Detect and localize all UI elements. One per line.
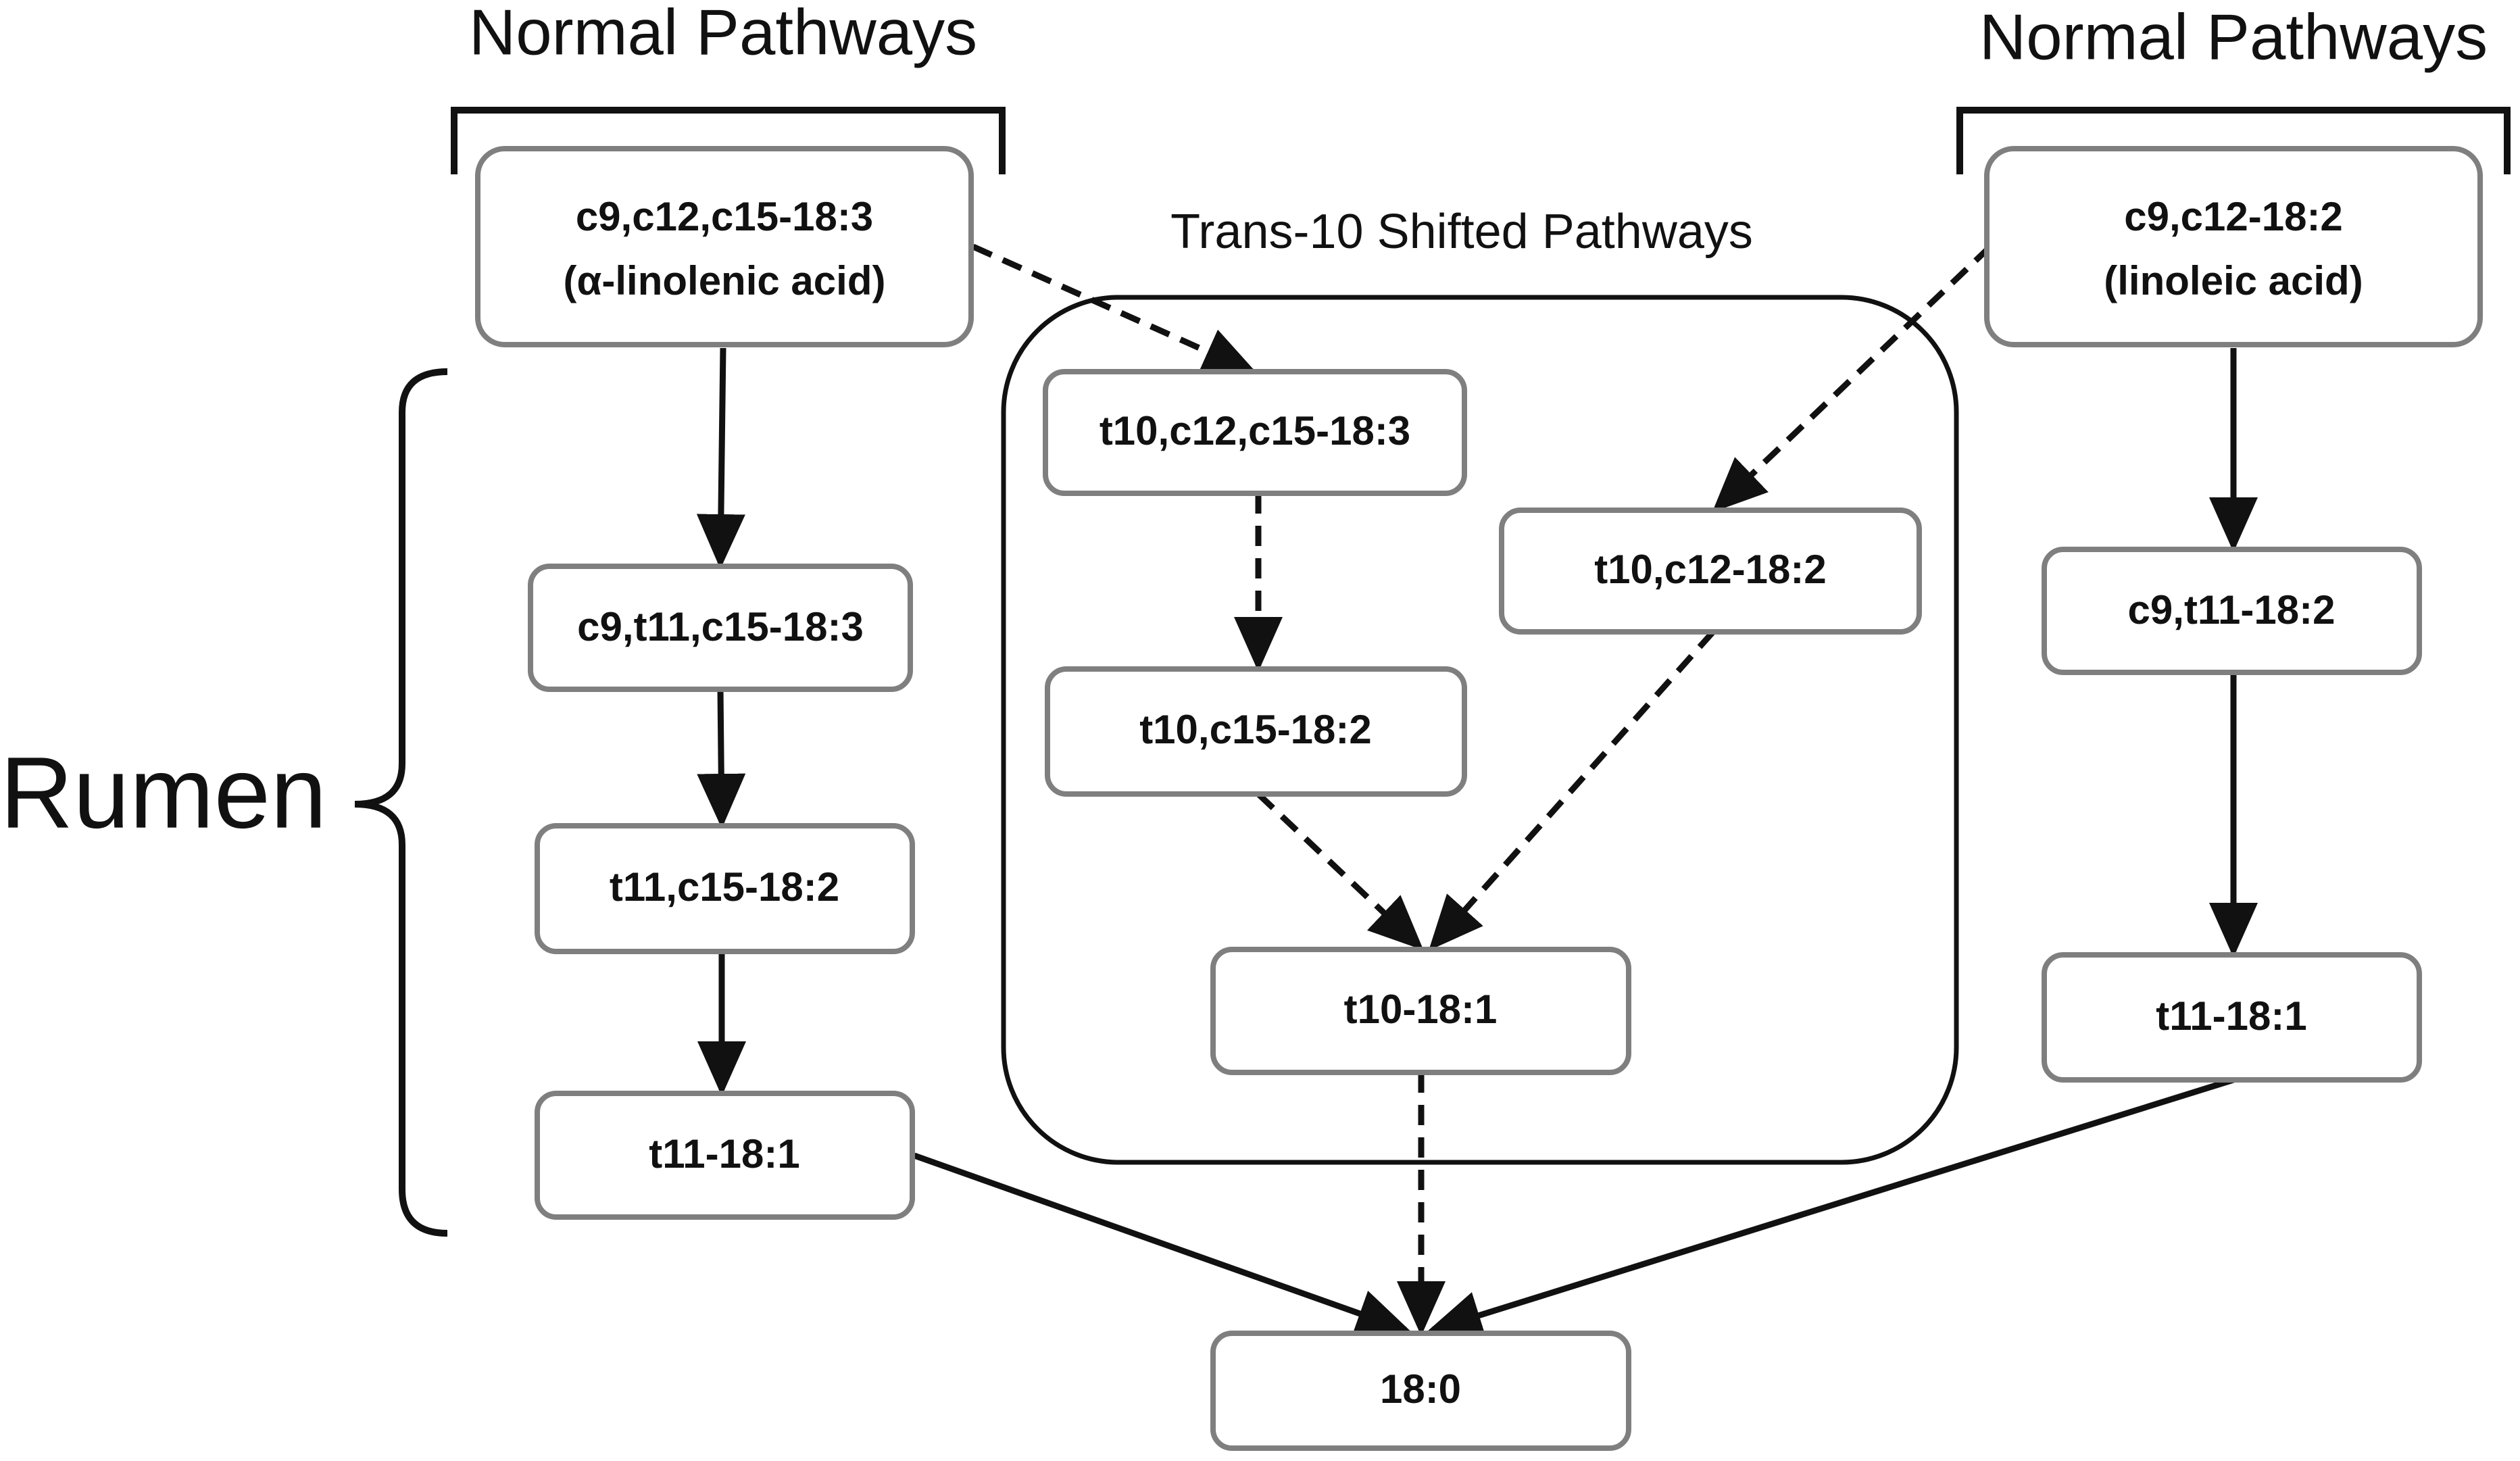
node-linoleic-acid-formula: c9,c12-18:2 — [2124, 194, 2343, 239]
node-c9-t11-c15-18-3-label: c9,t11,c15-18:3 — [577, 604, 864, 649]
node-t10-c15-18-2-label: t10,c15-18:2 — [1139, 707, 1372, 752]
edge-t10c15-to-t10 — [1256, 791, 1424, 951]
node-t11-18-1-left-label: t11-18:1 — [649, 1131, 799, 1177]
node-t11-18-1-left: t11-18:1 — [535, 1091, 915, 1220]
normal-pathways-right-bracket — [1956, 107, 2511, 174]
edge-t11-left-to-stearic — [913, 1152, 1412, 1337]
node-stearic-18-0: 18:0 — [1210, 1331, 1631, 1451]
normal-pathways-right-title: Normal Pathways — [1979, 1, 2488, 73]
normal-pathways-left-bracket — [451, 107, 1006, 174]
edge-c9t11c15-to-t11c15 — [697, 689, 746, 828]
node-t10-c12-18-2: t10,c12-18:2 — [1499, 507, 1922, 635]
node-t10-c12-c15-18-3: t10,c12,c15-18:3 — [1043, 369, 1467, 496]
trans10-shifted-pathways-box — [1001, 295, 1959, 1165]
node-t10-c12-c15-18-3-label: t10,c12,c15-18:3 — [1100, 408, 1410, 453]
trans10-shifted-pathways-title: Trans-10 Shifted Pathways — [1170, 205, 1753, 259]
node-alpha-linolenic-acid-name: (α-linolenic acid) — [564, 258, 886, 303]
normal-pathways-left-title: Normal Pathways — [469, 0, 977, 68]
node-alpha-linolenic-acid-formula: c9,c12,c15-18:3 — [576, 194, 873, 239]
node-alpha-linolenic-acid: c9,c12,c15-18:3 (α-linolenic acid) — [475, 146, 974, 347]
rumen-brace — [354, 368, 448, 1237]
edge-ala-to-t10c12c15 — [972, 243, 1258, 375]
node-t10-c12-18-2-label: t10,c12-18:2 — [1594, 547, 1827, 592]
node-t11-18-1-right: t11-18:1 — [2042, 952, 2422, 1083]
rumen-label: Rumen — [0, 736, 327, 849]
edge-t11-right-to-stearic — [1427, 1076, 2235, 1339]
node-t11-c15-18-2: t11,c15-18:2 — [535, 823, 915, 954]
node-t11-c15-18-2-label: t11,c15-18:2 — [610, 864, 839, 910]
edge-ala-to-c9t11c15 — [696, 347, 745, 569]
node-c9-t11-18-2-label: c9,t11-18:2 — [2128, 587, 2336, 633]
node-linoleic-acid: c9,c12-18:2 (linoleic acid) — [1984, 146, 2483, 347]
node-t11-18-1-right-label: t11-18:1 — [2156, 993, 2306, 1039]
node-t10-c15-18-2: t10,c15-18:2 — [1045, 666, 1467, 797]
node-stearic-18-0-label: 18:0 — [1380, 1366, 1461, 1412]
node-c9-t11-18-2: c9,t11-18:2 — [2042, 547, 2422, 675]
node-linoleic-acid-name: (linoleic acid) — [2104, 258, 2363, 303]
edge-t10c12-to-t10 — [1429, 630, 1716, 951]
node-c9-t11-c15-18-3: c9,t11,c15-18:3 — [528, 564, 913, 692]
node-t10-18-1-label: t10-18:1 — [1344, 987, 1498, 1032]
node-t10-18-1: t10-18:1 — [1210, 947, 1631, 1075]
